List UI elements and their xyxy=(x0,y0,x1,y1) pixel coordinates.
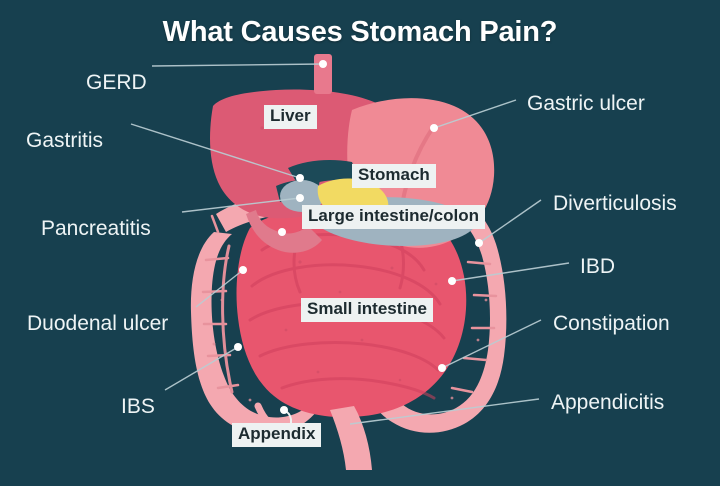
leader-line-constipation xyxy=(441,319,542,369)
callout-gastritis[interactable]: Gastritis xyxy=(26,130,103,151)
organ-badge-appendix-label: Appendix xyxy=(238,424,316,443)
marker-dot-duodenal xyxy=(239,266,247,274)
callout-constipation[interactable]: Constipation xyxy=(553,313,670,334)
leader-lines-group xyxy=(130,63,570,425)
texture-speckles xyxy=(260,126,438,382)
organ-badge-large-intestine[interactable]: Large intestine/colon xyxy=(302,205,485,229)
callout-gerd[interactable]: GERD xyxy=(86,72,147,93)
callout-gastritis-label: Gastritis xyxy=(26,129,104,152)
marker-dot-liver xyxy=(278,228,286,236)
organ-badge-small-intestine[interactable]: Small intestine xyxy=(301,298,433,322)
texture-speckles-pale xyxy=(212,298,488,402)
leader-line-ibd xyxy=(451,262,570,282)
leader-line-diverticulosis xyxy=(478,199,542,244)
liver-lower-lobe xyxy=(246,210,322,253)
marker-dots-group xyxy=(234,60,483,414)
callout-ibd-label: IBD xyxy=(580,255,616,278)
organ-badge-small-intestine-label: Small intestine xyxy=(307,299,427,318)
marker-dot-gastric-ulcer xyxy=(430,124,438,132)
callout-appendicitis[interactable]: Appendicitis xyxy=(551,392,664,413)
marker-dot-diverticulosis xyxy=(475,239,483,247)
organ-badge-appendix[interactable]: Appendix xyxy=(232,423,322,447)
callout-ibs[interactable]: IBS xyxy=(121,396,155,417)
callout-duodenal-ulcer[interactable]: Duodenal ulcer xyxy=(27,313,168,334)
leader-line-appendicitis xyxy=(349,398,540,425)
callout-constipation-label: Constipation xyxy=(553,312,670,335)
callout-ibs-label: IBS xyxy=(121,395,155,418)
leader-line-duodenal xyxy=(195,269,244,308)
callout-gastric-ulcer[interactable]: Gastric ulcer xyxy=(527,93,645,114)
callout-diverticulosis[interactable]: Diverticulosis xyxy=(553,193,677,214)
organ-badge-liver[interactable]: Liver xyxy=(264,105,317,129)
page-title: What Causes Stomach Pain? xyxy=(162,16,558,48)
callout-pancreatitis-label: Pancreatitis xyxy=(41,217,151,240)
organ-badge-large-intestine-label: Large intestine/colon xyxy=(308,206,479,225)
organ-badge-stomach[interactable]: Stomach xyxy=(352,164,436,188)
callout-gerd-label: GERD xyxy=(86,71,147,94)
organ-badge-liver-label: Liver xyxy=(270,106,311,125)
callout-appendicitis-label: Appendicitis xyxy=(551,391,665,414)
marker-dot-constipation xyxy=(438,364,446,372)
marker-dot-gerd xyxy=(319,60,327,68)
marker-dot-appendix xyxy=(280,406,288,414)
leader-line-gerd xyxy=(151,63,324,67)
callout-ibd[interactable]: IBD xyxy=(580,256,615,277)
marker-dot-ibd xyxy=(448,277,456,285)
rectum-shape xyxy=(330,406,372,470)
callout-diverticulosis-label: Diverticulosis xyxy=(553,192,677,215)
leader-line-pancreatitis xyxy=(181,197,301,213)
leader-line-gastric-ulcer xyxy=(433,99,517,129)
marker-dot-pancreatitis xyxy=(296,194,304,202)
colon-crease-left xyxy=(221,244,234,394)
callout-gastric-ulcer-label: Gastric ulcer xyxy=(527,92,645,115)
callout-pancreatitis[interactable]: Pancreatitis xyxy=(41,218,151,239)
organ-badge-stomach-label: Stomach xyxy=(358,165,430,184)
leader-line-ibs xyxy=(164,346,239,391)
marker-dot-ibs xyxy=(234,343,242,351)
anatomy-group xyxy=(190,54,507,470)
leader-line-gastritis xyxy=(130,123,301,179)
marker-dot-gastritis xyxy=(296,174,304,182)
callout-duodenal-ulcer-label: Duodenal ulcer xyxy=(27,312,169,335)
